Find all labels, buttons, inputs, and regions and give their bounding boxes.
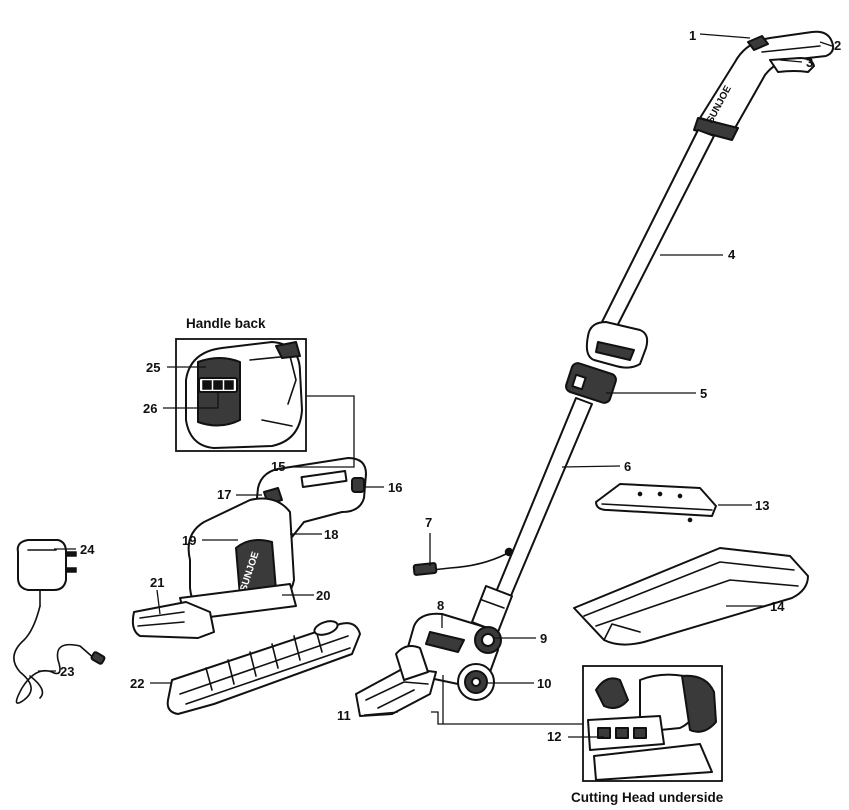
callout-26: 26 [143,401,157,416]
callout-9: 9 [540,631,547,646]
callout-20: 20 [316,588,330,603]
callout-21: 21 [150,575,164,590]
callout-10: 10 [537,676,551,691]
callout-17: 17 [217,487,231,502]
callout-1: 1 [689,28,696,43]
shear-blade [131,601,215,639]
callout-13: 13 [755,498,769,513]
callout-11: 11 [337,708,351,723]
callout-19: 19 [182,533,196,548]
callout-5: 5 [700,386,707,401]
callout-15: 15 [271,459,285,474]
callout-12: 12 [547,729,561,744]
lock-collar [565,362,617,404]
leader-lines [38,33,833,738]
callout-24: 24 [80,542,95,557]
cutting-head-underside-caption: Cutting Head underside [571,790,724,805]
charger-cord [13,605,106,704]
charger-adapter [16,539,77,607]
callout-6: 6 [624,459,631,474]
callout-labels: 1 2 3 4 5 6 7 8 9 10 11 12 13 14 15 16 1… [60,28,841,744]
extension-cable [412,553,507,576]
callout-22: 22 [130,676,144,691]
callout-4: 4 [728,247,736,262]
callout-14: 14 [770,599,785,614]
callout-2: 2 [834,38,841,53]
callout-25: 25 [146,360,160,375]
shear-body: SUNJOE [179,457,367,621]
handle-back-caption: Handle back [186,316,266,331]
cutting-head-underside-inset [582,665,723,782]
handle-back-inset [175,338,307,452]
callout-23: 23 [60,664,74,679]
cutting-head [355,585,513,717]
callout-16: 16 [388,480,402,495]
blade-cover-small [595,483,717,523]
shrub-blade [166,620,361,715]
lower-pole [495,397,593,599]
callout-3: 3 [806,55,813,70]
callout-7: 7 [425,515,432,530]
pole-handle: SUNJOE [693,30,835,141]
callout-8: 8 [437,598,444,613]
upper-pole [585,129,715,369]
callout-18: 18 [324,527,338,542]
blade-cover-large [573,547,809,646]
